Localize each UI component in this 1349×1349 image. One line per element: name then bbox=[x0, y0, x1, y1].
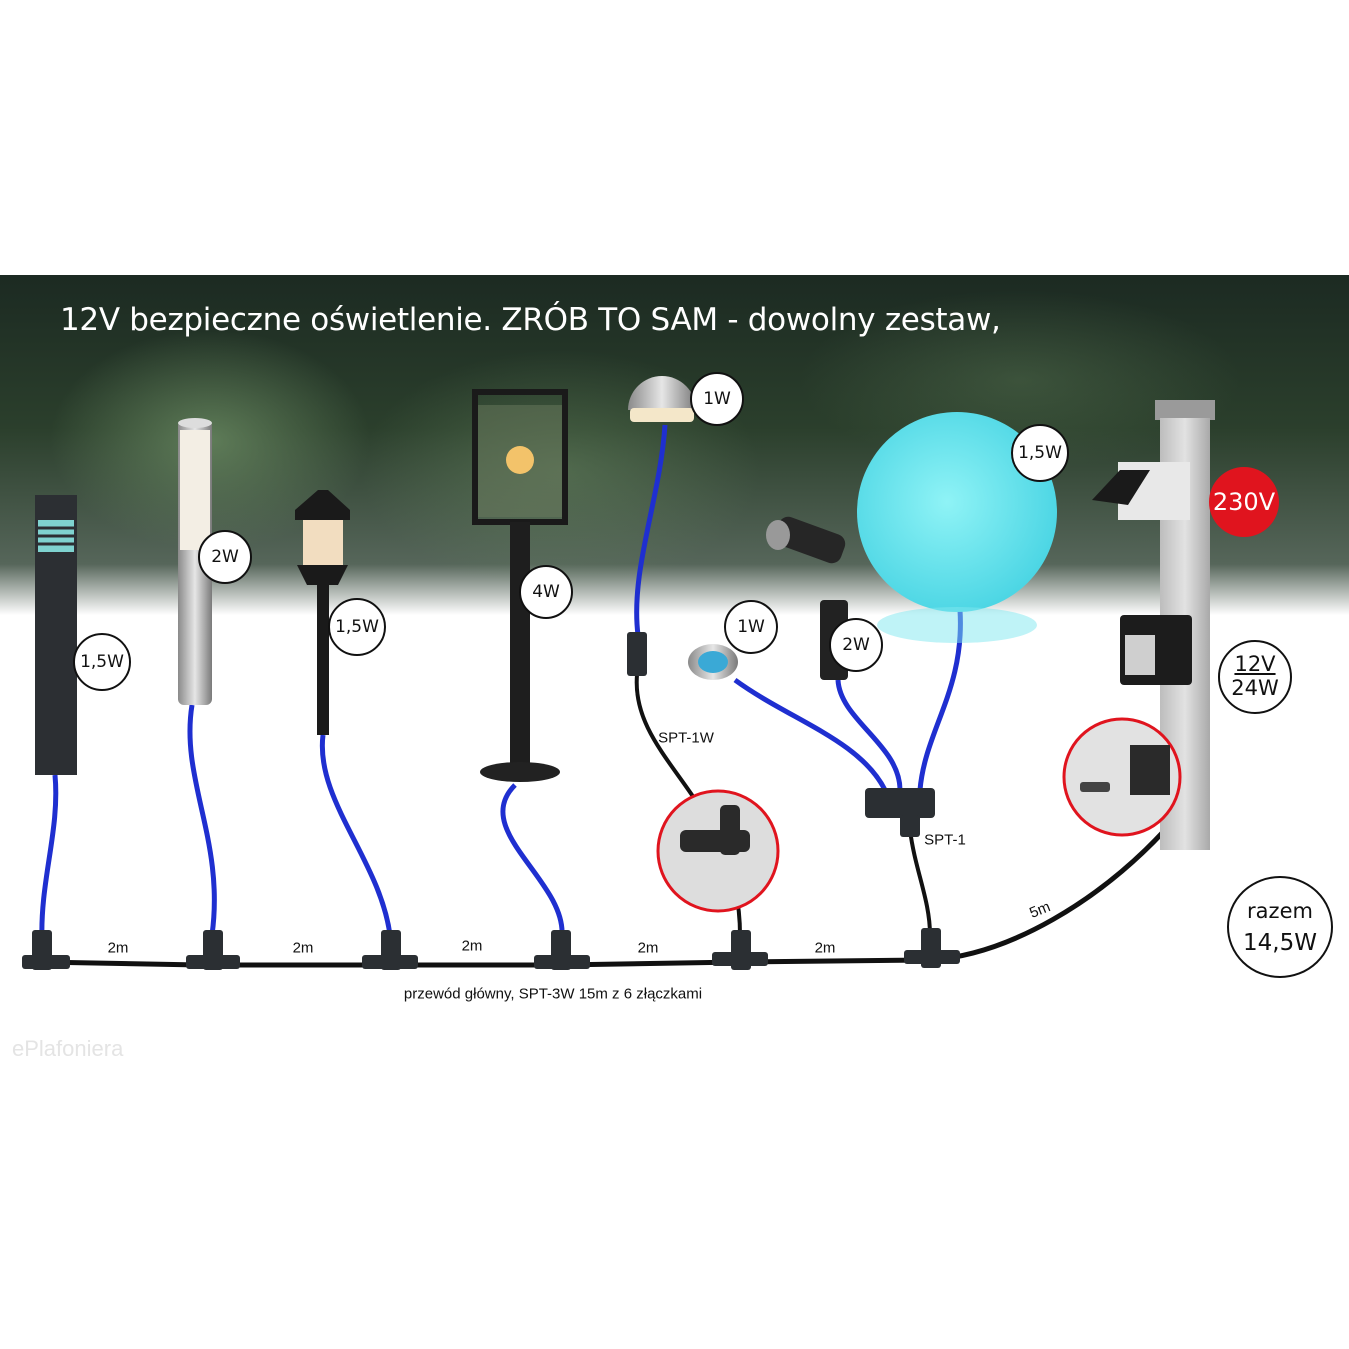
power-label: 1,5W bbox=[335, 617, 379, 637]
segment-length: 2m bbox=[107, 939, 129, 957]
power-label: 1,5W bbox=[80, 652, 124, 672]
power-label: 1W bbox=[737, 617, 765, 637]
stone-bollard-lamp bbox=[35, 495, 77, 775]
transformer-detail-circle bbox=[1062, 717, 1182, 837]
lantern-bollard-lamp bbox=[295, 490, 350, 735]
transformer-power: 24W bbox=[1231, 676, 1279, 700]
t-connector bbox=[22, 930, 70, 970]
spt1-splitter bbox=[865, 788, 935, 818]
spt1w-label: SPT-1W bbox=[658, 729, 714, 747]
t-connector bbox=[186, 930, 240, 970]
t-connector bbox=[712, 930, 768, 970]
power-label-circles bbox=[73, 372, 1333, 978]
segment-length: 2m bbox=[637, 939, 659, 957]
ball-glow bbox=[877, 607, 1037, 643]
lantern-post-lamp bbox=[472, 389, 568, 782]
dome-lamp bbox=[628, 376, 696, 422]
t-connector bbox=[362, 930, 418, 970]
steel-bollard-lamp bbox=[178, 418, 212, 705]
spt1w-connector bbox=[627, 632, 647, 676]
mains-voltage: 230V bbox=[1212, 488, 1276, 516]
power-label: 1,5W bbox=[1018, 443, 1062, 463]
watermark: ePlafoniera bbox=[12, 1036, 124, 1061]
power-label: 4W bbox=[532, 582, 560, 602]
t-connector bbox=[904, 928, 960, 968]
t-connector bbox=[534, 930, 590, 970]
glow-ball-lamp bbox=[857, 412, 1057, 612]
mains-badge bbox=[1209, 467, 1279, 537]
segment-length: 2m bbox=[292, 939, 314, 957]
power-label: 1W bbox=[703, 389, 731, 409]
main-cable-caption: przewód główny, SPT-3W 15m z 6 złączkami bbox=[403, 985, 703, 1003]
spt1-label: SPT-1 bbox=[924, 831, 966, 849]
spt1-splitter-tail bbox=[900, 815, 920, 837]
lamp-cables bbox=[39, 424, 963, 941]
page-title: 12V bezpieczne oświetlenie. ZRÓB TO SAM … bbox=[60, 302, 1001, 338]
t-connectors bbox=[22, 632, 960, 970]
segment-length: 2m bbox=[461, 937, 483, 955]
spt1w-detail-circle bbox=[656, 789, 780, 913]
transformer-voltage: 12V bbox=[1234, 652, 1276, 676]
recessed-spot-lamp bbox=[688, 644, 738, 680]
segment-length: 2m bbox=[814, 939, 836, 957]
total-value: 14,5W bbox=[1243, 930, 1317, 956]
power-label: 2W bbox=[211, 547, 239, 567]
total-label: razem bbox=[1247, 899, 1313, 923]
power-label: 2W bbox=[842, 635, 870, 655]
